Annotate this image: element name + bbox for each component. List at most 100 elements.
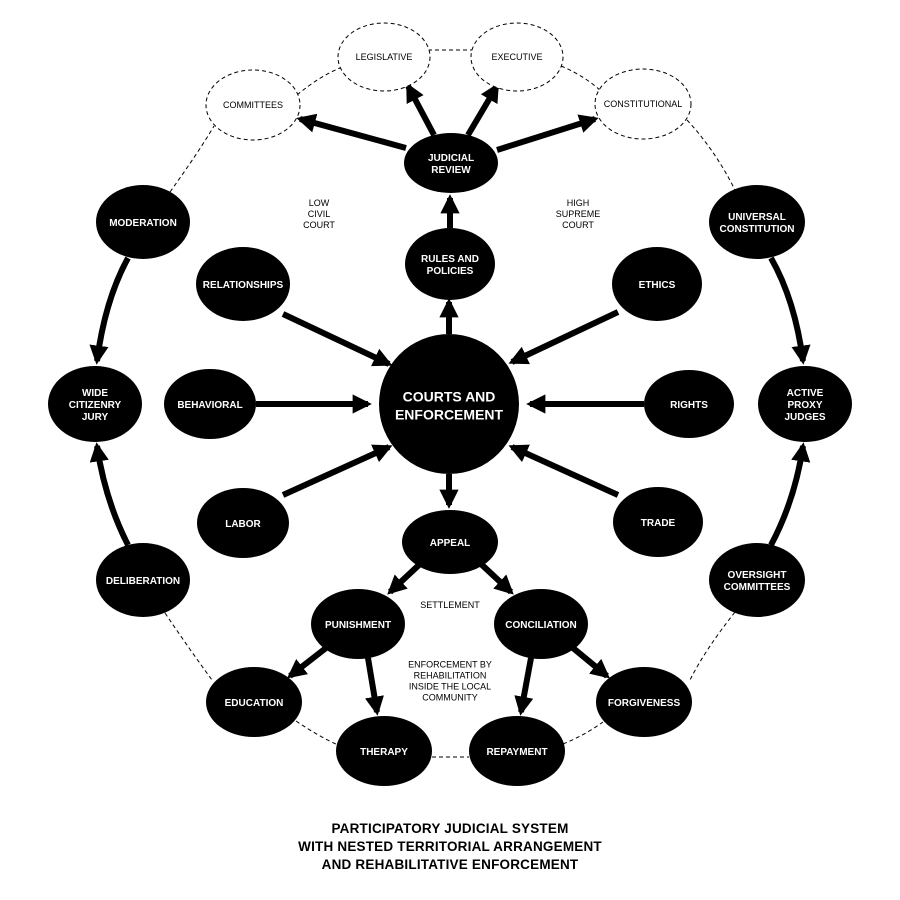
- arrow-punishment-education: [286, 645, 328, 679]
- node-ellipse: [612, 247, 702, 321]
- dashed-repayment-forgiveness: [562, 721, 604, 745]
- enforcement-note-label-line: INSIDE THE LOCAL: [409, 681, 491, 691]
- node-label: CITIZENRY: [69, 400, 122, 411]
- title-line-1: PARTICIPATORY JUDICIAL SYSTEM: [331, 821, 569, 836]
- dashed-node-label: CONSTITUTIONAL: [604, 99, 683, 109]
- node-ellipse: [48, 366, 142, 442]
- arrow-judicial-executive: [465, 82, 500, 137]
- node-ellipse: [709, 185, 805, 259]
- node-label: REPAYMENT: [486, 747, 547, 758]
- nodes: LEGISLATIVE EXECUTIVE COMMITTEES CONSTITUTI…: [48, 22, 852, 786]
- node-conciliation: CONCILIATION: [494, 589, 588, 659]
- node-label: CONSTITUTION: [720, 224, 795, 235]
- arrow-appeal-punishment: [387, 561, 423, 595]
- arrow-conciliation-repayment: [514, 657, 534, 716]
- node-label: RIGHTS: [670, 400, 708, 411]
- node-label: PUNISHMENT: [325, 620, 391, 631]
- dashed-executive-constitutional: [560, 65, 603, 93]
- enforcement-note-label-line: REHABILITATION: [414, 670, 487, 680]
- arrow-judicial-committees: [296, 113, 407, 151]
- dashed-ellipse: [337, 22, 431, 92]
- node-ellipse: [405, 228, 495, 300]
- dashed-constitutional-universal: [686, 119, 736, 191]
- dashed-node-executive: EXECUTIVE: [470, 22, 564, 92]
- dashed-ellipse: [470, 22, 564, 92]
- arrow-judicial-constitutional: [496, 114, 599, 153]
- node-label: MODERATION: [109, 218, 177, 229]
- node-label: FORGIVENESS: [608, 698, 681, 709]
- node-ellipse: [469, 716, 565, 786]
- node-education: EDUCATION: [206, 667, 302, 737]
- node-label: THERAPY: [360, 747, 408, 758]
- dashed-committees-legislative: [296, 67, 341, 96]
- node-ellipse: [402, 510, 498, 574]
- arrow-moderation-jury: [89, 256, 131, 365]
- high-court-label-line: COURT: [562, 220, 594, 230]
- node-label: COMMITTEES: [724, 582, 791, 593]
- node-repayment: REPAYMENT: [469, 716, 565, 786]
- node-label: JURY: [82, 412, 109, 423]
- dashed-ellipse: [594, 68, 692, 140]
- arrow-appeal-conciliation: [478, 561, 514, 595]
- node-appeal: APPEAL: [402, 510, 498, 574]
- node-ellipse: [644, 370, 734, 438]
- node-label: JUDGES: [784, 412, 825, 423]
- node-label: DELIBERATION: [106, 576, 180, 587]
- arrow-punishment-therapy: [365, 657, 384, 716]
- dashed-node-committees: COMMITTEES: [205, 69, 301, 141]
- dashed-connectors: [164, 49, 736, 758]
- node-moderation: MODERATION: [96, 185, 190, 259]
- dashed-node-constitutional: CONSTITUTIONAL: [594, 68, 692, 140]
- dashed-node-label: EXECUTIVE: [491, 52, 542, 62]
- center-label: COURTS AND: [403, 388, 496, 404]
- low-court-label-line: CIVIL: [308, 209, 331, 219]
- settlement-label-line: SETTLEMENT: [420, 600, 480, 610]
- node-label: PROXY: [787, 400, 822, 411]
- node-label: CONCILIATION: [505, 620, 576, 631]
- node-label: RULES AND: [421, 254, 479, 265]
- node-behavioral: BEHAVIORAL: [164, 369, 256, 439]
- arrow-universal-judges: [768, 256, 811, 365]
- node-label: TRADE: [641, 518, 676, 529]
- low-court-label-line: LOW: [309, 198, 330, 208]
- node-labor: LABOR: [197, 488, 289, 558]
- node-deliberation: DELIBERATION: [96, 543, 190, 617]
- dashed-ellipse: [205, 69, 301, 141]
- arrow-judicial-legislative: [405, 82, 437, 137]
- node-label: JUDICIAL: [428, 153, 474, 164]
- title-line-3: AND REHABILITATIVE ENFORCEMENT: [321, 857, 579, 872]
- dashed-node-legislative: LEGISLATIVE: [337, 22, 431, 92]
- node-label: REVIEW: [431, 165, 471, 176]
- arrow-labor-center: [281, 444, 393, 498]
- node-label: RELATIONSHIPS: [203, 280, 284, 291]
- node-rights: RIGHTS: [644, 370, 734, 438]
- node-label: EDUCATION: [225, 698, 284, 709]
- node-ellipse: [758, 366, 852, 442]
- dashed-deliberation-education: [164, 612, 213, 681]
- enforcement-note-label-line: COMMUNITY: [422, 692, 478, 702]
- node-ellipse: [164, 369, 256, 439]
- node-label: BEHAVIORAL: [177, 400, 242, 411]
- dashed-education-therapy: [295, 720, 339, 746]
- node-ellipse: [196, 247, 290, 321]
- node-label: UNIVERSAL: [728, 212, 786, 223]
- node-label: APPEAL: [430, 538, 471, 549]
- center-circle: [379, 334, 519, 474]
- node-ellipse: [197, 488, 289, 558]
- node-ellipse: [709, 543, 805, 617]
- node-relationships: RELATIONSHIPS: [196, 247, 290, 321]
- enforcement-note-label-line: ENFORCEMENT BY: [408, 659, 492, 669]
- node-ethics: ETHICS: [612, 247, 702, 321]
- node-ellipse: [206, 667, 302, 737]
- high-court-label-line: SUPREME: [556, 209, 601, 219]
- arrow-ethics-center: [508, 309, 620, 365]
